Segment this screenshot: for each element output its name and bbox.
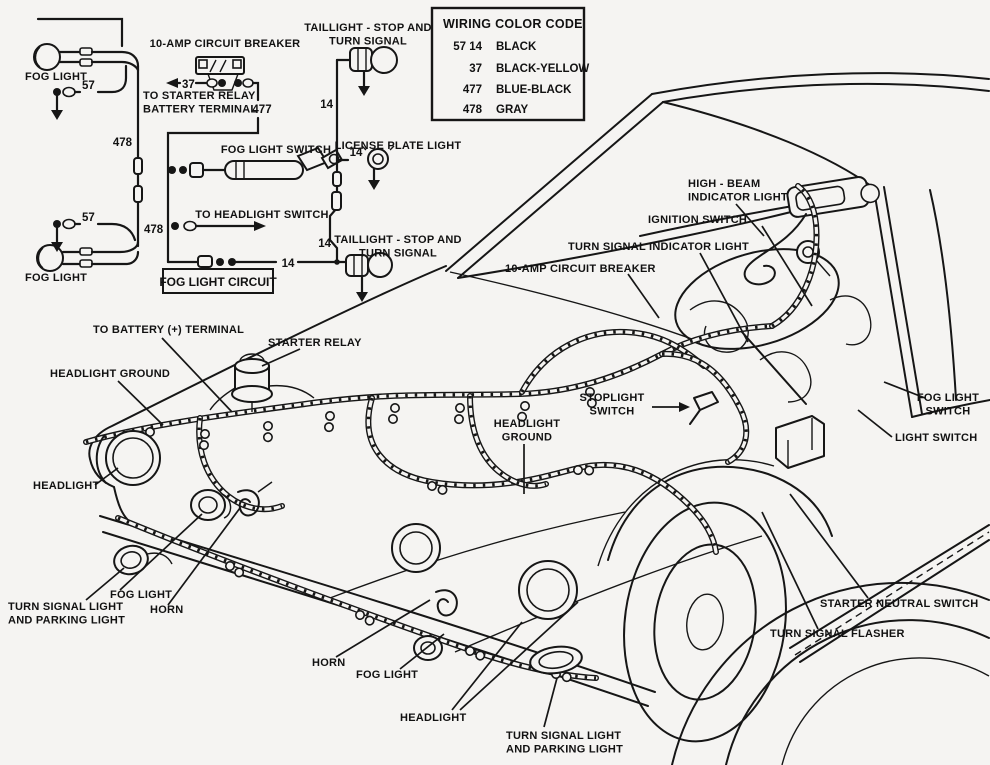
color-code-codes: 57 14 xyxy=(453,41,482,53)
label-to-headlight-switch: TO HEADLIGHT SWITCH xyxy=(195,209,328,221)
wire-14: 14 xyxy=(350,147,363,159)
color-code-name: BLACK xyxy=(496,41,537,53)
color-code-codes: 37 xyxy=(469,63,482,75)
label-circuit-breaker-schematic: 10-AMP CIRCUIT BREAKER xyxy=(150,38,301,50)
wire-14: 14 xyxy=(318,238,331,250)
label-circuit-breaker-car: 10-AMP CIRCUIT BREAKER xyxy=(505,263,656,275)
label-fog-light-left: FOG LIGHT xyxy=(110,589,172,601)
wire-57: 57 xyxy=(82,212,95,224)
fuse-box xyxy=(775,415,825,469)
color-code-title: WIRING COLOR CODE xyxy=(443,17,583,31)
label-headlight-bottom: HEADLIGHT xyxy=(400,712,466,724)
wire-57: 57 xyxy=(82,80,95,92)
color-code-codes: 477 xyxy=(463,84,482,96)
label-horn-bottom: HORN xyxy=(312,657,345,669)
taillight-symbol-top xyxy=(349,47,373,72)
label-light-switch: LIGHT SWITCH xyxy=(895,432,977,444)
steering-wheel xyxy=(674,248,840,350)
label-horn-left: HORN xyxy=(150,604,183,616)
label-fog-light-bottom: FOG LIGHT xyxy=(356,669,418,681)
fog-light-circuit-schematic xyxy=(33,17,398,302)
label-starter-neutral-switch: STARTER NEUTRAL SWITCH xyxy=(820,598,978,610)
horn-left-part xyxy=(237,489,260,517)
color-code-name: BLUE-BLACK xyxy=(496,84,572,96)
wire-478: 478 xyxy=(113,137,133,149)
label-turn-signal-flasher: TURN SIGNAL FLASHER xyxy=(770,628,905,640)
instrument-cluster xyxy=(786,176,880,218)
label-headlight-left: HEADLIGHT xyxy=(33,480,99,492)
wire-37: 37 xyxy=(182,79,195,91)
color-code-name: BLACK-YELLOW xyxy=(496,63,589,75)
label-fog-light-top: FOG LIGHT xyxy=(25,71,87,83)
schematic-labels: FOG LIGHT 10-AMP CIRCUIT BREAKER TO STAR… xyxy=(25,22,462,289)
label-turn-signal-indicator: TURN SIGNAL INDICATOR LIGHT xyxy=(568,241,749,253)
label-ignition-switch: IGNITION SWITCH xyxy=(648,214,747,226)
front-lamps xyxy=(95,430,583,675)
leader-lines xyxy=(85,203,926,728)
wire-478: 478 xyxy=(144,224,164,236)
wire-14: 14 xyxy=(320,99,333,111)
label-license-plate-light: LICENSE PLATE LIGHT xyxy=(335,140,462,152)
front-wheel-arch xyxy=(597,458,833,567)
horn-bottom-part xyxy=(435,589,458,617)
starter-relay-part xyxy=(209,353,315,412)
color-code-box: WIRING COLOR CODE 57 14 BLACK 37 BLACK-Y… xyxy=(430,6,589,122)
label-to-battery-terminal: TO BATTERY (+) TERMINAL xyxy=(93,324,244,336)
label-fog-light-circuit: FOG LIGHT CIRCUIT xyxy=(159,275,277,289)
fog-lamp-symbol-top xyxy=(33,43,61,71)
wire-14: 14 xyxy=(282,258,295,270)
label-fog-light-bottom-schematic: FOG LIGHT xyxy=(25,272,87,284)
label-fog-light-switch-schematic: FOG LIGHT SWITCH xyxy=(221,144,331,156)
wiring-harness xyxy=(86,186,817,683)
wire-477: 477 xyxy=(252,104,271,116)
color-code-name: GRAY xyxy=(496,104,528,116)
label-starter-relay: STARTER RELAY xyxy=(268,337,362,349)
color-code-codes: 478 xyxy=(463,104,483,116)
dash-and-interior xyxy=(639,176,880,469)
rear-wheel xyxy=(671,581,990,765)
fog-light-circuit-box xyxy=(162,268,274,294)
fog-lamp-symbol-bottom xyxy=(36,244,64,272)
stoplight-switch-part xyxy=(689,391,719,425)
label-headlight-ground-left: HEADLIGHT GROUND xyxy=(50,368,170,380)
